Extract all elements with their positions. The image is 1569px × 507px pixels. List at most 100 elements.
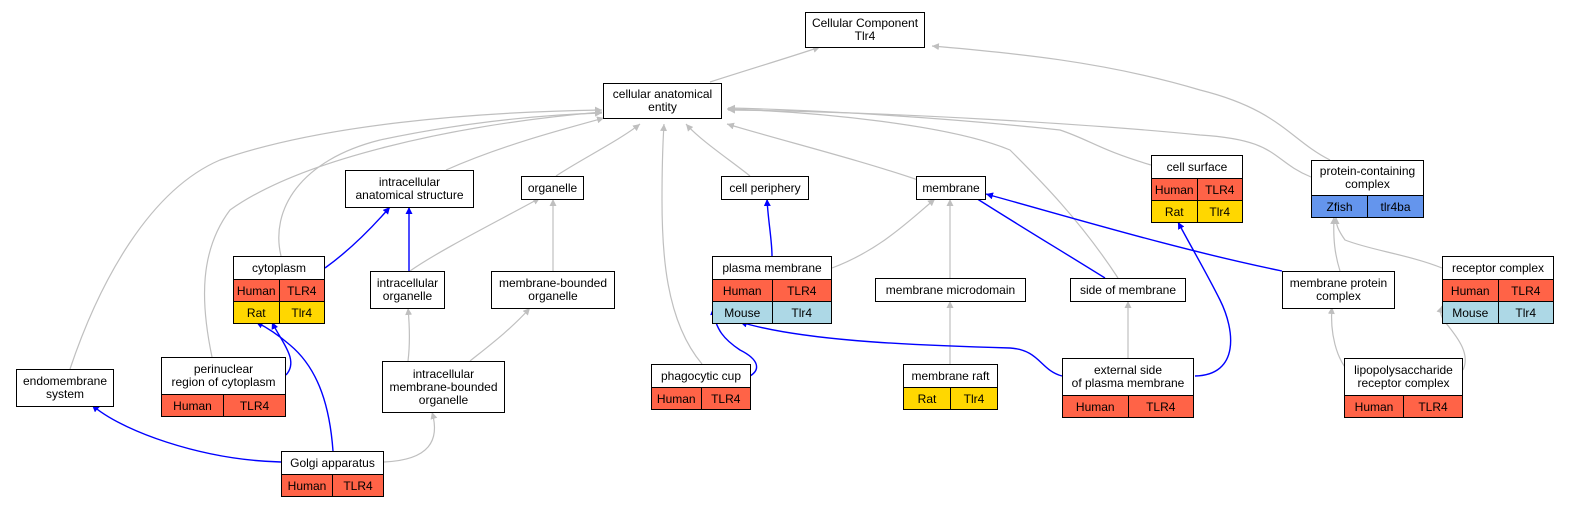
edge-golgi-endo [91,404,282,463]
go-term-organelle[interactable]: organelle [521,176,584,200]
species-cell: Mouse [724,305,761,320]
edge-ias-cae [445,116,605,171]
edge-golgi-imbo [383,411,438,463]
species-row: Human TLR4 [1063,395,1193,417]
edge-io-organelle [409,197,541,272]
edge-phago-pm [710,307,758,377]
go-term-root[interactable]: Cellular Component Tlr4 [805,12,925,48]
go-term-label: intracellular organelle [376,276,439,303]
species-row: Mouse Tlr4 [1443,301,1553,323]
go-term-mpc[interactable]: membrane protein complex [1282,271,1395,309]
go-term-som[interactable]: side of membrane [1070,278,1186,302]
go-term-endo[interactable]: endomembrane system [16,369,114,407]
edge-endo-cae [69,106,603,370]
edge-pm-membrane [831,198,936,269]
gene-cell: Tlr4 [1497,302,1554,323]
edge-pm-cellper [763,198,773,257]
go-term-label: protein-containing complex [1319,164,1416,191]
edge-cellper-cae [685,123,751,177]
species-cell: Rat [1164,204,1184,219]
gene-cell: TLR4 [700,388,751,409]
gene-cell: tlr4ba [1367,196,1423,217]
go-term-label: membrane raft [911,368,990,383]
go-term-label: perinuclear region of cytoplasm [171,362,276,389]
go-term-label: organelle [527,180,578,195]
gene-cell: TLR4 [278,280,325,301]
go-term-label: intracellular anatomical structure [355,175,464,202]
edge-cellsurf-cae [727,104,1152,166]
gene-cell: Tlr4 [1196,201,1243,222]
go-term-ias[interactable]: intracellular anatomical structure [345,170,474,208]
edge-organelle-cae [555,123,641,177]
edge-peri-cae [203,109,603,358]
gene-cell: Tlr4 [278,302,325,323]
go-term-label: receptor complex [1451,260,1545,275]
edge-espm-cellsurf [1177,221,1232,377]
go-term-label: lipopolysaccharide receptor complex [1354,363,1453,390]
edge-mpc-membrane [985,192,1283,272]
edge-som-membrane [967,192,1106,279]
go-term-membrane[interactable]: membrane [916,176,986,200]
gene-cell: Tlr4 [771,302,832,323]
go-term-cae[interactable]: cellular anatomical entity [603,83,722,119]
go-term-imbo[interactable]: intracellular membrane-bounded organelle [382,361,505,413]
species-cell: Human [656,391,696,406]
species-cell: Human [722,283,762,298]
edge-phago-cae [660,123,703,365]
go-term-label: plasma membrane [722,260,822,275]
edge-rc-pcc [1332,216,1443,269]
species-cell: Zfish [1326,199,1353,214]
gene-cell: TLR4 [1127,396,1194,417]
species-cell: Human [1450,283,1490,298]
species-cell: Human [1154,182,1194,197]
species-row: Zfish tlr4ba [1312,195,1423,217]
species-cell: Human [287,478,327,493]
go-term-io[interactable]: intracellular organelle [370,271,445,309]
go-term-label: membrane-bounded organelle [498,276,608,303]
gene-cell: TLR4 [1196,179,1243,200]
gene-cell: TLR4 [1497,280,1554,301]
go-term-cellper[interactable]: cell periphery [721,176,809,200]
species-row: Mouse Tlr4 [713,301,831,323]
species-row: Rat Tlr4 [1152,200,1242,222]
species-cell: Human [173,398,212,413]
go-term-label: Golgi apparatus [290,455,375,470]
edge-cyto-ias [324,206,391,269]
go-term-mmd[interactable]: membrane microdomain [875,278,1026,302]
species-cell: Human [1075,399,1115,414]
species-cell: Rat [917,391,937,406]
species-row: Human TLR4 [1443,279,1553,301]
go-term-label: phagocytic cup [660,368,742,383]
gene-cell: TLR4 [223,395,285,416]
go-term-label: cell surface [1166,159,1228,174]
edge-cae-root [709,46,821,83]
edge-pcc-cae [727,106,1312,178]
edge-cyto-cae [278,109,603,257]
species-row: Human TLR4 [652,387,750,409]
species-cell: Human [236,283,276,298]
go-term-mbo[interactable]: membrane-bounded organelle [491,271,615,309]
species-cell: Mouse [1452,305,1489,320]
go-term-label: membrane microdomain [885,282,1016,297]
go-term-label: Cellular Component Tlr4 [811,16,919,43]
go-term-label: external side of plasma membrane [1071,363,1185,390]
go-term-label: endomembrane system [22,374,108,401]
